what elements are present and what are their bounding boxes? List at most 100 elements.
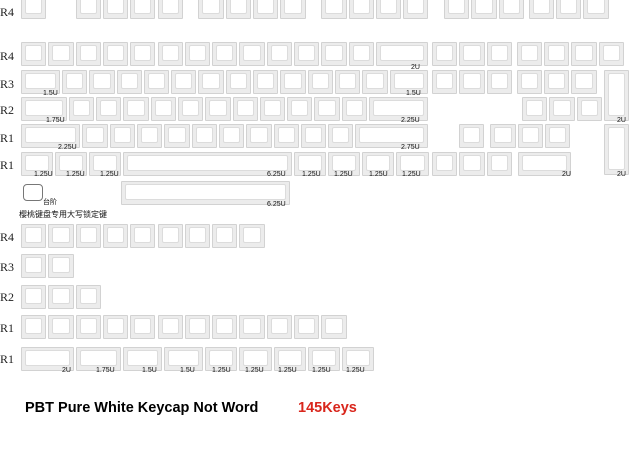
keycap bbox=[75, 224, 101, 248]
size-label: 1.5U bbox=[406, 90, 421, 97]
keycap bbox=[294, 315, 320, 339]
keycap bbox=[341, 347, 374, 371]
size-label: 1.25U bbox=[278, 367, 297, 374]
keycap bbox=[157, 0, 183, 19]
keycap bbox=[184, 224, 211, 248]
keycap bbox=[571, 42, 597, 66]
size-label: 1.75U bbox=[96, 367, 115, 374]
keycap bbox=[486, 70, 512, 94]
row-label: R2 bbox=[0, 290, 15, 304]
keycap bbox=[68, 97, 95, 121]
keycap bbox=[184, 315, 211, 339]
keycap bbox=[266, 42, 292, 66]
keycap bbox=[471, 0, 497, 19]
keycap bbox=[130, 224, 156, 248]
keycap bbox=[48, 285, 74, 309]
keycap bbox=[212, 42, 238, 66]
size-label: 1.25U bbox=[369, 171, 388, 178]
keycap bbox=[89, 70, 115, 94]
keycap bbox=[459, 42, 485, 66]
keycap bbox=[280, 0, 306, 19]
keycap bbox=[61, 70, 88, 94]
keycap bbox=[432, 152, 458, 176]
size-label: 1.25U bbox=[245, 367, 264, 374]
keycap bbox=[150, 97, 176, 121]
row-label: R1 bbox=[0, 158, 15, 172]
keycap bbox=[362, 152, 395, 176]
keycap bbox=[89, 152, 122, 176]
keycap bbox=[396, 152, 429, 176]
keycap bbox=[543, 42, 570, 66]
keycap bbox=[432, 42, 458, 66]
keycap bbox=[314, 97, 340, 121]
keycap bbox=[498, 0, 525, 19]
keycap bbox=[137, 124, 163, 148]
keycap bbox=[307, 347, 340, 371]
row-label: R1 bbox=[0, 321, 15, 335]
keycap bbox=[75, 42, 101, 66]
keycap bbox=[362, 70, 388, 94]
keycap bbox=[522, 97, 548, 121]
keycap bbox=[294, 42, 320, 66]
keycap bbox=[459, 124, 485, 148]
size-label: 2U bbox=[617, 171, 626, 178]
keycap bbox=[212, 224, 238, 248]
size-label: 2U bbox=[562, 171, 571, 178]
keycap bbox=[130, 315, 156, 339]
keycap bbox=[375, 0, 402, 19]
row-label: R1 bbox=[0, 352, 15, 366]
keycap bbox=[543, 70, 570, 94]
keycap bbox=[212, 315, 238, 339]
keycap bbox=[280, 70, 306, 94]
keycap bbox=[116, 70, 142, 94]
keycap bbox=[102, 42, 129, 66]
keycap bbox=[102, 0, 129, 19]
keycap bbox=[82, 124, 108, 148]
keycap bbox=[205, 347, 238, 371]
keycap bbox=[21, 254, 47, 278]
keycap bbox=[273, 347, 306, 371]
keycap bbox=[75, 0, 101, 19]
keycap bbox=[21, 285, 47, 309]
keycap bbox=[121, 181, 290, 205]
keycap bbox=[130, 42, 156, 66]
keycap bbox=[239, 347, 272, 371]
keycap bbox=[571, 70, 597, 94]
size-label: 1.25U bbox=[66, 171, 85, 178]
keycap bbox=[598, 42, 624, 66]
stepped-caps-key-sample bbox=[23, 184, 43, 201]
size-label: 2U bbox=[411, 64, 420, 71]
keycap bbox=[300, 124, 327, 148]
keycap bbox=[321, 0, 347, 19]
keycap bbox=[273, 124, 299, 148]
keycap bbox=[75, 315, 101, 339]
size-label: 2.75U bbox=[401, 144, 420, 151]
size-label: 2.25U bbox=[401, 117, 420, 124]
keycap bbox=[157, 315, 183, 339]
keycap bbox=[576, 97, 602, 121]
keycap bbox=[75, 285, 101, 309]
keycap bbox=[490, 124, 516, 148]
keycap bbox=[307, 70, 333, 94]
keycap bbox=[355, 124, 429, 148]
keycap bbox=[232, 97, 258, 121]
keycap bbox=[21, 124, 81, 148]
keycap bbox=[341, 97, 368, 121]
keycap bbox=[444, 0, 470, 19]
keycap bbox=[604, 70, 629, 121]
row-label: R3 bbox=[0, 260, 15, 274]
size-label: 1.25U bbox=[100, 171, 119, 178]
size-label: 2U bbox=[617, 117, 626, 124]
keycap bbox=[164, 347, 204, 371]
keycap bbox=[321, 315, 347, 339]
size-label: 1.25U bbox=[312, 367, 331, 374]
keycap bbox=[348, 0, 374, 19]
keycap bbox=[369, 97, 429, 121]
row-label: R4 bbox=[0, 5, 15, 19]
keycap bbox=[516, 42, 542, 66]
keycap bbox=[109, 124, 136, 148]
keycap bbox=[459, 152, 485, 176]
row-label: R2 bbox=[0, 103, 15, 117]
keycap bbox=[328, 152, 361, 176]
row-label: R3 bbox=[0, 77, 15, 91]
